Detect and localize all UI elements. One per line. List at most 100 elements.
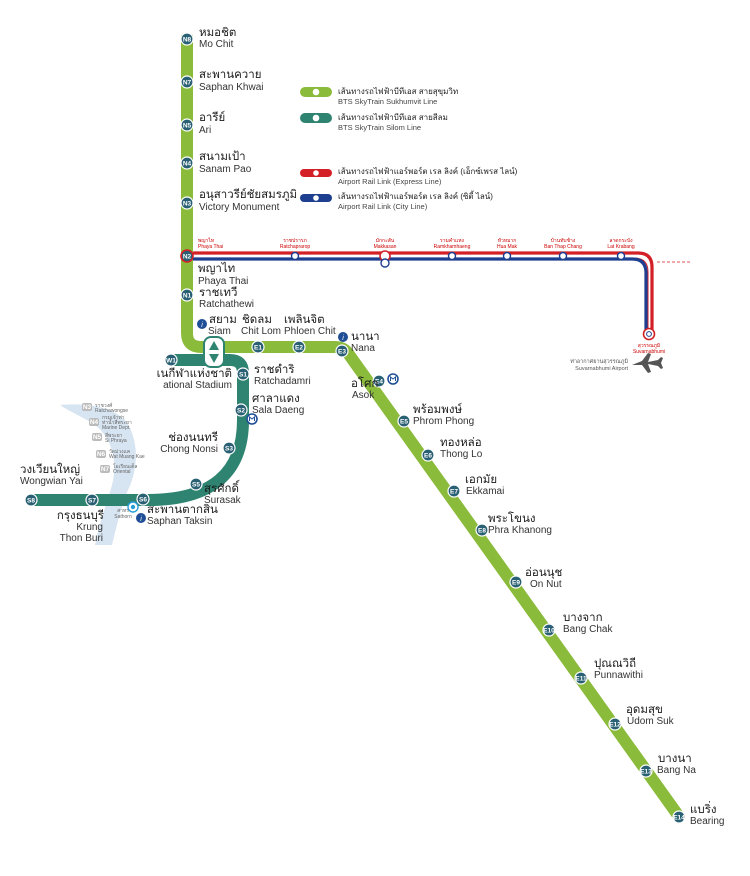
svg-text:แบริ่ง: แบริ่ง	[690, 801, 717, 816]
svg-text:พระโขนง: พระโขนง	[488, 511, 535, 525]
svg-text:Chit Lom: Chit Lom	[241, 326, 281, 337]
station-code: S3	[225, 445, 233, 452]
svg-text:Saphan Taksin: Saphan Taksin	[147, 516, 212, 527]
svg-text:Bang Chak: Bang Chak	[563, 624, 613, 635]
svg-text:ท่าน้ำสี่พระยา: ท่าน้ำสี่พระยา	[102, 417, 132, 426]
label-phra-khanong: พระโขนง Phra Khanong	[488, 511, 552, 536]
svg-text:Hua Mak: Hua Mak	[497, 244, 518, 250]
svg-text:Airport Rail Link (Express Lin: Airport Rail Link (Express Line)	[338, 177, 442, 186]
svg-text:ลาดกระบัง: ลาดกระบัง	[609, 238, 633, 244]
svg-text:Wat Muang Kae: Wat Muang Kae	[109, 454, 145, 460]
legend: เส้นทางรถไฟฟ้าบีทีเอส สายสุขุมวิท BTS Sk…	[300, 87, 518, 211]
svg-text:บ้านทับช้าง: บ้านทับช้าง	[551, 237, 576, 244]
svg-text:เส้นทางรถไฟฟ้าบีทีเอส สายสุขุม: เส้นทางรถไฟฟ้าบีทีเอส สายสุขุมวิท	[338, 87, 458, 96]
svg-text:สะพานตากสิน: สะพานตากสิน	[147, 503, 218, 516]
station-marker-n2[interactable]: N2	[180, 249, 194, 263]
station-code: E13	[640, 768, 652, 775]
station-marker-e9[interactable]: E9	[509, 575, 523, 589]
station-marker-e3[interactable]: E3	[335, 344, 349, 358]
station-marker-s6[interactable]: S6	[136, 492, 150, 506]
station-marker-e11[interactable]: E11	[574, 671, 588, 685]
station-marker-e13[interactable]: E13	[639, 764, 653, 778]
svg-text:ชิดลม: ชิดลม	[242, 313, 272, 326]
svg-text:Marine Dept.: Marine Dept.	[102, 425, 131, 431]
station-marker-e7[interactable]: E7	[447, 484, 461, 498]
arl-station-ratchaprarop: ราชปรารภ Ratchaprarop	[280, 238, 311, 261]
svg-text:Phloen Chit: Phloen Chit	[284, 326, 336, 337]
svg-text:Chong Nonsi: Chong Nonsi	[160, 444, 218, 455]
svg-text:อ่อนนุช: อ่อนนุช	[525, 567, 563, 579]
svg-text:Bang Na: Bang Na	[657, 765, 696, 776]
label-sala-daeng: ศาลาแดง Sala Daeng	[252, 393, 304, 416]
svg-text:สะพานควาย: สะพานควาย	[199, 69, 261, 81]
svg-text:Ratchaprarop: Ratchaprarop	[280, 244, 311, 250]
label-on-nut: อ่อนนุช On Nut	[525, 567, 563, 590]
station-marker-e8[interactable]: E8	[475, 523, 489, 537]
station-marker-n7[interactable]: N7	[180, 75, 194, 89]
svg-text:เพลินจิต: เพลินจิต	[284, 313, 325, 326]
station-code: S2	[237, 407, 245, 414]
svg-text:Phaya Thai: Phaya Thai	[198, 276, 248, 287]
station-marker-e6[interactable]: E6	[421, 448, 435, 462]
svg-text:Asok: Asok	[352, 390, 375, 401]
svg-text:Ekkamai: Ekkamai	[466, 486, 504, 497]
station-marker-s3[interactable]: S3	[222, 441, 236, 455]
label-siam: สยาม Siam	[208, 314, 237, 337]
station-marker-e5[interactable]: E5	[397, 414, 411, 428]
station-code: N7	[183, 79, 192, 86]
svg-text:N7: N7	[101, 466, 110, 473]
svg-text:Siam: Siam	[208, 326, 231, 337]
station-marker-n3[interactable]: N3	[180, 196, 194, 210]
svg-text:Punnawithi: Punnawithi	[594, 670, 643, 681]
svg-text:N6: N6	[97, 451, 106, 458]
station-code: E2	[295, 344, 303, 351]
station-marker-s2[interactable]: S2	[234, 403, 248, 417]
label-bang-chak: บางจาก Bang Chak	[563, 612, 613, 635]
station-code: W1	[166, 357, 176, 364]
station-marker-n8[interactable]: N8	[180, 32, 194, 46]
station-marker-e4[interactable]: E4	[372, 374, 386, 388]
station-marker-s1[interactable]: S1	[236, 367, 250, 381]
station-code: N3	[183, 200, 192, 207]
station-code: E1	[254, 344, 262, 351]
station-marker-e1[interactable]: E1	[251, 340, 265, 354]
station-code: N2	[183, 253, 192, 260]
station-code: E4	[375, 378, 383, 385]
svg-text:รามคำแหง: รามคำแหง	[440, 238, 464, 244]
svg-text:Suvarnabhumi: Suvarnabhumi	[633, 349, 665, 355]
svg-text:BTS SkyTrain Sukhumvit Line: BTS SkyTrain Sukhumvit Line	[338, 97, 437, 106]
station-marker-e2[interactable]: E2	[292, 340, 306, 354]
label-ratchadamri: ราชดำริ Ratchadamri	[254, 363, 311, 387]
station-marker-n1[interactable]: N1	[180, 288, 194, 302]
station-code: S7	[88, 497, 96, 504]
suvarnabhumi-airport: ท่าอากาศยานสุวรรณภูมิ Suvarnabhumi Airpo…	[570, 353, 663, 373]
svg-text:เส้นทางรถไฟฟ้าบีทีเอส สายสีลม: เส้นทางรถไฟฟ้าบีทีเอส สายสีลม	[338, 113, 448, 122]
svg-text:อโศก: อโศก	[351, 376, 378, 390]
svg-text:Ramkhamhaeng: Ramkhamhaeng	[434, 244, 471, 250]
svg-text:Sanam Pao: Sanam Pao	[199, 164, 252, 175]
svg-text:อนุสาวรีย์ชัยสมรภูมิ: อนุสาวรีย์ชัยสมรภูมิ	[199, 187, 297, 201]
label-udom-suk: อุดมสุข Udom Suk	[626, 704, 675, 727]
label-punnawithi: ปุณณวิถี Punnawithi	[594, 657, 643, 681]
svg-text:บางนา: บางนา	[658, 753, 692, 765]
svg-text:โอเรียนเต็ล: โอเรียนเต็ล	[113, 462, 137, 470]
svg-text:หัวหมาก: หัวหมาก	[498, 238, 517, 244]
pier-n3: N3 ราชวงศ์ Ratchawongse	[82, 402, 128, 414]
legend-arl-city: เส้นทางรถไฟฟ้าแอร์พอร์ต เรล ลิงค์ (ซิตี้…	[300, 190, 493, 211]
station-marker-s5[interactable]: S5	[189, 477, 203, 491]
station-marker-e12[interactable]: E12	[608, 717, 622, 731]
svg-text:Ratchathewi: Ratchathewi	[199, 299, 254, 310]
station-marker-e14[interactable]: E14	[672, 810, 686, 824]
station-marker-s7[interactable]: S7	[85, 493, 99, 507]
station-marker-w1[interactable]: W1	[164, 353, 178, 367]
station-labels: หมอชิต Mo Chit สะพานควาย Saphan Khwai อา…	[20, 26, 724, 827]
station-marker-n5[interactable]: N5	[180, 118, 194, 132]
label-bang-na: บางนา Bang Na	[657, 753, 696, 776]
station-marker-s8[interactable]: S8	[24, 493, 38, 507]
station-marker-n4[interactable]: N4	[180, 156, 194, 170]
pier-n5: N5 สี่พระยา Si Phraya	[92, 432, 127, 444]
station-code: S8	[27, 497, 35, 504]
mrt-link-sala-daeng-icon	[246, 413, 258, 425]
station-marker-e10[interactable]: E10	[542, 623, 556, 637]
siam-interchange	[203, 336, 225, 368]
